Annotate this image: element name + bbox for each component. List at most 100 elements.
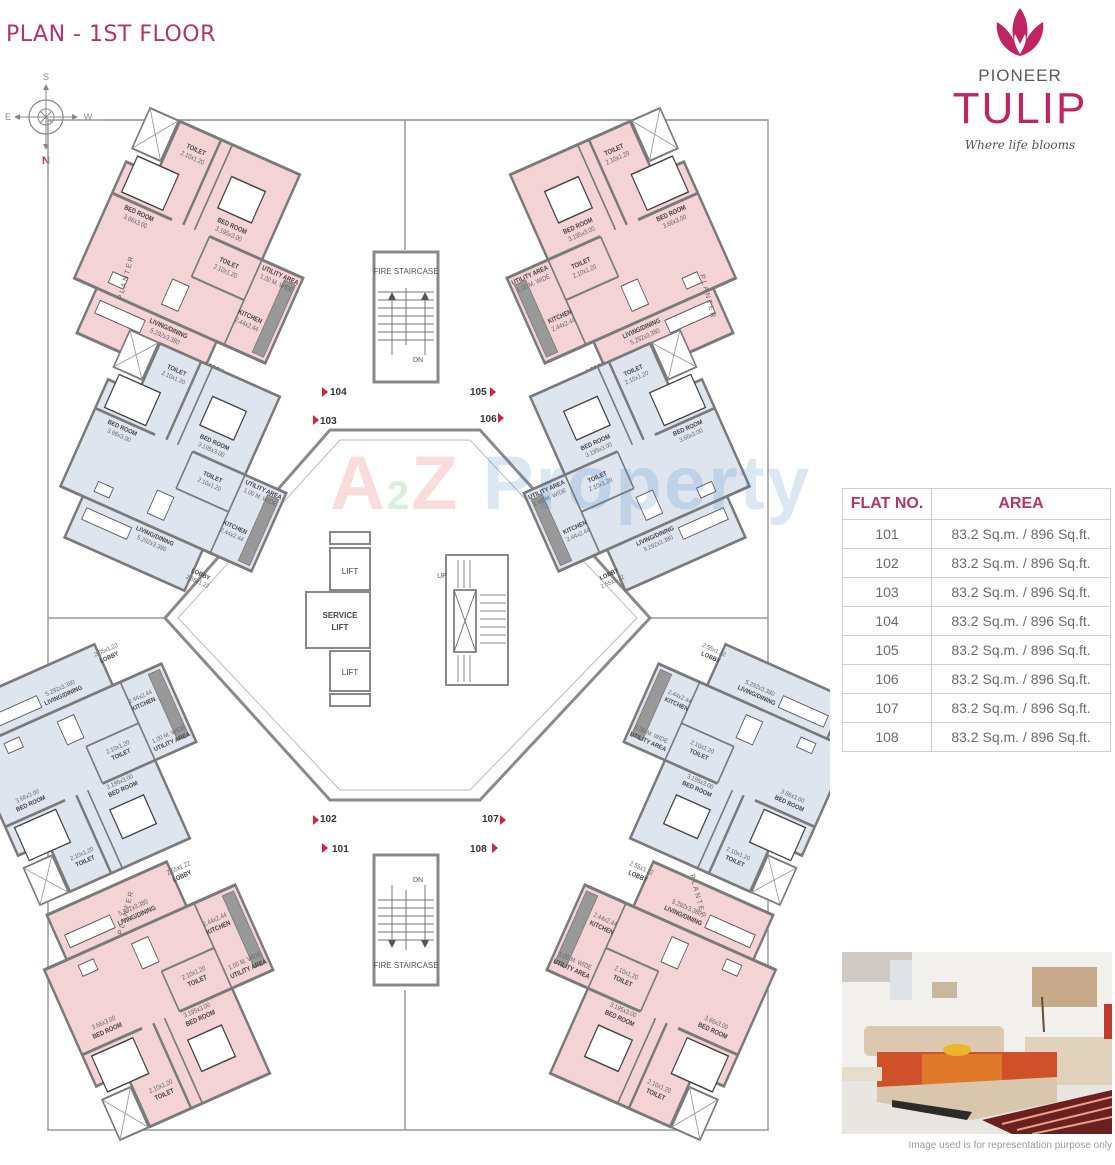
second-bed	[583, 1024, 634, 1073]
flat-entry-marker-104	[322, 387, 328, 397]
kitchen-counter	[554, 890, 599, 969]
kitchen-counter	[221, 890, 266, 969]
master-bed	[90, 1036, 150, 1093]
dining-table	[735, 714, 764, 746]
flat-entry-marker-107	[500, 815, 506, 825]
flat-number-102: 102	[320, 814, 337, 825]
sofa	[94, 299, 146, 334]
svg-text:LIFT: LIFT	[342, 668, 359, 677]
flat-number-cell: 108	[842, 722, 932, 752]
flat-number-101: 101	[332, 844, 349, 855]
coffee-table	[681, 271, 703, 290]
compass-north: N	[42, 155, 50, 167]
second-bed	[216, 175, 267, 224]
flat-number-104: 104	[330, 387, 347, 398]
page-title: PLAN - 1ST FLOOR	[6, 22, 216, 47]
kitchen-counter	[251, 279, 296, 358]
compass-south: S	[43, 72, 49, 82]
flat-number-106: 106	[480, 414, 497, 425]
sofa	[0, 695, 43, 728]
kitchen-counter	[530, 494, 573, 567]
brand-logo: PIONEER TULIP Where life blooms	[925, 4, 1115, 154]
flat-number-cell: 107	[842, 693, 932, 723]
master-bed	[648, 373, 707, 427]
flat-area-cell: 83.2 Sq.m. / 896 Sq.ft.	[931, 635, 1111, 665]
svg-text:FIRE STAIRCASE: FIRE STAIRCASE	[373, 267, 438, 276]
second-bed	[543, 175, 594, 224]
compass: S E W N	[4, 72, 114, 172]
svg-text:DN: DN	[413, 357, 423, 364]
coffee-table	[721, 958, 743, 977]
flat-number-cell: 102	[842, 548, 932, 578]
photo-caption: Image used is for representation purpose…	[908, 1140, 1112, 1151]
flat-entry-marker-103	[313, 415, 319, 425]
coffee-table	[695, 480, 717, 499]
flat-area-cell: 83.2 Sq.m. / 896 Sq.ft.	[931, 577, 1111, 607]
fire-staircase-top: FIRE STAIRCASE DN	[372, 250, 440, 384]
sofa	[704, 914, 756, 949]
master-bed	[13, 808, 72, 862]
svg-text:FIRE STAIRCASE: FIRE STAIRCASE	[373, 961, 438, 970]
dining-table	[56, 714, 85, 746]
flat-entry-marker-102	[313, 815, 319, 825]
second-bed	[562, 395, 611, 442]
dining-table	[620, 278, 650, 312]
compass-rose-icon: S E W N	[5, 72, 93, 167]
header-flat-no: FLAT NO.	[842, 488, 932, 520]
table-header-row: FLAT NO. AREA	[842, 488, 1111, 520]
fire-staircase-bottom: FIRE STAIRCASE DN	[372, 853, 440, 987]
flat-entry-marker-101	[322, 843, 328, 853]
dining-table	[146, 489, 175, 521]
flat-number-cell: 103	[842, 577, 932, 607]
kitchen-counter	[147, 668, 190, 741]
flat-number-107: 107	[482, 814, 499, 825]
flat-area-cell: 83.2 Sq.m. / 896 Sq.ft.	[931, 548, 1111, 578]
coffee-table	[3, 736, 25, 755]
header-area: AREA	[931, 488, 1111, 520]
master-bed	[670, 1036, 730, 1093]
flat-number-108: 108	[470, 844, 487, 855]
bedroom-interior-photo	[842, 952, 1112, 1134]
second-bed	[109, 793, 158, 840]
flat-area-cell: 83.2 Sq.m. / 896 Sq.ft.	[931, 664, 1111, 694]
brand-tulip: TULIP	[952, 84, 1088, 133]
brand-pioneer: PIONEER	[978, 66, 1062, 85]
flat-area-cell: 83.2 Sq.m. / 896 Sq.ft.	[931, 606, 1111, 636]
sofa	[777, 695, 829, 728]
kitchen-counter	[630, 668, 673, 741]
compass-west: W	[84, 112, 93, 122]
master-bed	[748, 808, 807, 862]
central-corridor	[162, 428, 653, 802]
dining-table	[660, 936, 690, 970]
sofa	[81, 507, 133, 540]
brand-tagline: Where life blooms	[964, 138, 1076, 152]
flat-outline	[622, 642, 852, 894]
master-bed	[103, 373, 162, 427]
compass-east: E	[5, 112, 11, 122]
dining-table	[635, 489, 664, 521]
flat-entry-marker-105	[490, 387, 496, 397]
sofa	[664, 299, 716, 334]
master-bed	[120, 155, 180, 212]
coffee-table	[77, 958, 99, 977]
flat-entry-marker-108	[492, 843, 498, 853]
flat-number-cell: 106	[842, 664, 932, 694]
flat-area-cell: 83.2 Sq.m. / 896 Sq.ft.	[931, 519, 1111, 549]
svg-text:UP: UP	[437, 573, 447, 580]
dining-table	[160, 278, 190, 312]
second-bed	[199, 395, 248, 442]
second-bed	[186, 1024, 237, 1073]
